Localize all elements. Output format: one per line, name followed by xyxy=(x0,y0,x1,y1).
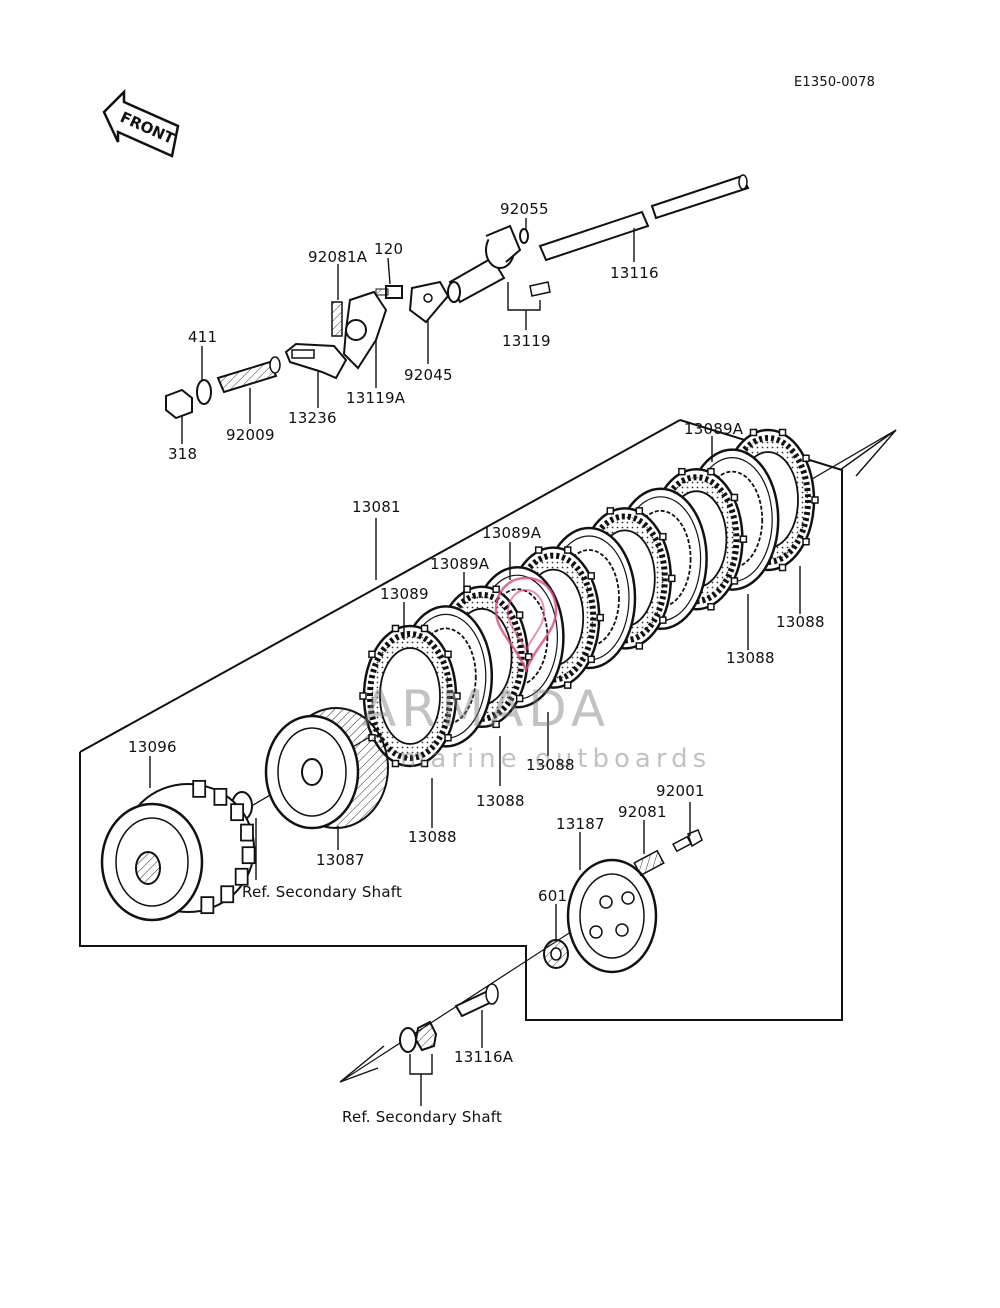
label-318: 318 xyxy=(168,445,198,463)
adjuster-bolt-92009 xyxy=(216,356,281,394)
bearing-601 xyxy=(543,939,569,969)
watermark-brand: ARMADA xyxy=(362,680,611,738)
label-13088-lower: 13088 xyxy=(476,792,525,810)
label-13089A-mid: 13089A xyxy=(482,524,542,542)
nut-318 xyxy=(165,388,193,420)
label-13187: 13187 xyxy=(556,815,605,833)
assembly-boundary-line-top xyxy=(79,419,681,753)
spring-92081A xyxy=(331,301,343,337)
label-13089A-low: 13089A xyxy=(430,555,490,573)
friction-plate xyxy=(359,624,461,768)
label-13088-center: 13088 xyxy=(526,756,575,774)
housing-teeth xyxy=(192,779,256,915)
ref-washer xyxy=(399,1027,417,1053)
label-13089: 13089 xyxy=(380,585,429,603)
axis-arrow-lower xyxy=(339,1045,385,1083)
label-13096: 13096 xyxy=(128,738,177,756)
label-13088-bottom: 13088 xyxy=(408,828,457,846)
clutch-housing-13096 xyxy=(100,779,256,922)
bracket-13119A xyxy=(342,290,388,370)
pressure-plate-13187 xyxy=(566,858,658,974)
label-601: 601 xyxy=(538,887,568,905)
label-13087: 13087 xyxy=(316,851,365,869)
label-92055: 92055 xyxy=(500,200,549,218)
label-120: 120 xyxy=(374,240,404,258)
spring-92081 xyxy=(633,849,665,877)
label-13119A: 13119A xyxy=(346,389,406,407)
ref-nut xyxy=(414,1020,438,1052)
label-ref-secondary-shaft-2: Ref. Secondary Shaft xyxy=(342,1108,503,1126)
lever-13236 xyxy=(284,342,348,380)
label-92001: 92001 xyxy=(656,782,705,800)
watermark-tagline: marine outboards xyxy=(400,744,712,774)
label-92045: 92045 xyxy=(404,366,453,384)
label-92081A: 92081A xyxy=(308,248,368,266)
front-arrow-icon: FRONT xyxy=(102,88,180,158)
label-13089A-top: 13089A xyxy=(684,420,744,438)
diagram-code: E1350-0078 xyxy=(794,75,876,90)
axis-arrow-upper xyxy=(839,429,897,477)
label-92009: 92009 xyxy=(226,426,275,444)
label-13236: 13236 xyxy=(288,409,337,427)
leader-lines xyxy=(149,218,801,1106)
label-ref-secondary-shaft-1: Ref. Secondary Shaft xyxy=(242,883,403,901)
o-ring-92055 xyxy=(519,228,529,244)
release-shaft-13119 xyxy=(447,224,551,304)
label-411: 411 xyxy=(188,328,218,346)
assembly-boundary-line xyxy=(79,419,843,1021)
push-rod-13116A xyxy=(454,983,499,1018)
label-13116A: 13116A xyxy=(454,1048,514,1066)
bolt-120 xyxy=(375,285,403,299)
label-13116-upper: 13116 xyxy=(610,264,659,282)
watermark-logo-icon xyxy=(494,576,558,674)
label-92081: 92081 xyxy=(618,803,667,821)
label-13119: 13119 xyxy=(502,332,551,350)
clutch-hub-13087 xyxy=(264,707,389,830)
label-13088-right2: 13088 xyxy=(726,649,775,667)
bolt-92001 xyxy=(672,829,703,853)
push-rod-13116 xyxy=(538,174,750,262)
washer-411 xyxy=(196,379,212,405)
label-13081: 13081 xyxy=(352,498,401,516)
label-13088-right: 13088 xyxy=(776,613,825,631)
clutch-plate-stack xyxy=(359,428,819,768)
